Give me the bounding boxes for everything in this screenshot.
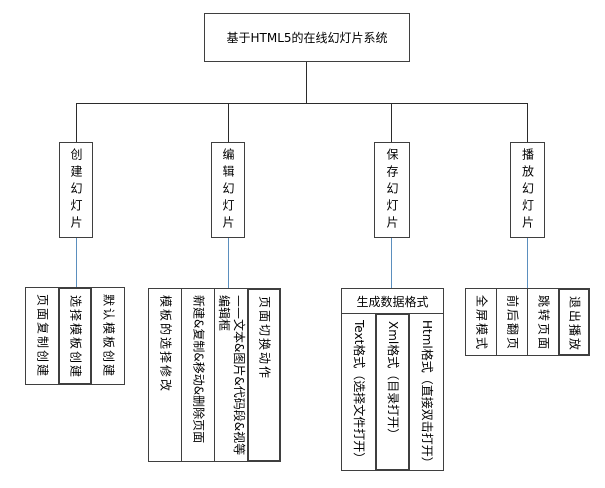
leaf-label: 退出播放: [567, 296, 582, 353]
leaf-box: 默认模板创建: [91, 287, 125, 385]
leaf-label: 页面切换动作: [257, 296, 272, 381]
leaf-label: 页面复制创建: [35, 294, 50, 379]
leaf-label: Html格式（直接双击打开）: [420, 320, 434, 469]
leaf-box: 前后翻页: [496, 288, 528, 356]
connector-root-bar: [76, 103, 528, 104]
leaf-label: ——文本&图片&代码段&视等 编辑框: [217, 295, 246, 456]
connector-root-stem: [306, 62, 307, 103]
leaf-box: Xml格式（目录打开）: [375, 313, 410, 471]
branch-box-save: 保存幻灯片: [374, 142, 410, 238]
leaf-box: ——文本&图片&代码段&视等 编辑框: [214, 288, 248, 462]
leaf-box: 退出播放: [558, 288, 590, 356]
leaf-group-edit: 模板的选择修改 新建&复制&移动&删除页面 ——文本&图片&代码段&视等 编辑框…: [148, 288, 281, 462]
connector-drop-create: [76, 103, 77, 142]
leaf-box: 新建&复制&移动&删除页面: [181, 288, 215, 462]
connector-drop-play: [527, 103, 528, 142]
leaf-group-play: 全屏模式 前后翻页 跳转页面 退出播放: [465, 288, 590, 356]
connector-blue-play: [527, 238, 528, 289]
leaf-box: 选择模板创建: [58, 287, 92, 385]
connector-drop-save: [391, 103, 392, 142]
leaf-label: 模板的选择修改: [158, 295, 173, 394]
leaf-box: 跳转页面: [527, 288, 559, 356]
branch-label-edit: 编辑幻灯片: [221, 147, 235, 233]
connector-blue-edit: [228, 238, 229, 289]
leaf-label: 全屏模式: [474, 295, 489, 352]
leaf-group-create: 页面复制创建 选择模板创建 默认模板创建: [25, 287, 125, 385]
leaf-label: 新建&复制&移动&删除页面: [191, 295, 206, 444]
leaf-label: 选择模板创建: [68, 295, 83, 380]
branch-box-edit: 编辑幻灯片: [211, 142, 245, 238]
leaf-label: 前后翻页: [505, 295, 520, 352]
leaf-label: Xml格式（目录打开）: [386, 321, 400, 441]
root-box: 基于HTML5的在线幻灯片系统: [204, 13, 410, 62]
leaf-box: 页面复制创建: [25, 287, 59, 385]
leaf-label: 默认模板创建: [101, 294, 116, 379]
leaf-label: 跳转页面: [536, 295, 551, 352]
connector-blue-create: [76, 238, 77, 288]
branch-label-save: 保存幻灯片: [385, 147, 399, 233]
connector-blue-save: [391, 238, 392, 289]
leaf-box: 全屏模式: [465, 288, 497, 356]
root-title: 基于HTML5的在线幻灯片系统: [226, 31, 388, 45]
connector-drop-edit: [228, 103, 229, 142]
format-header-label: 生成数据格式: [356, 294, 429, 309]
leaf-label: Text格式（选择文件打开）: [352, 320, 366, 465]
leaf-box: Html格式（直接双击打开）: [409, 313, 444, 471]
branch-label-create: 创建幻灯片: [69, 147, 83, 233]
branch-box-play: 播放幻灯片: [510, 142, 545, 238]
branch-label-play: 播放幻灯片: [520, 147, 535, 233]
format-columns: Text格式（选择文件打开） Xml格式（目录打开） Html格式（直接双击打开…: [341, 313, 444, 471]
leaf-group-save: 生成数据格式 Text格式（选择文件打开） Xml格式（目录打开） Html格式…: [341, 288, 444, 471]
leaf-box: 模板的选择修改: [148, 288, 182, 462]
format-header-box: 生成数据格式: [341, 288, 444, 314]
branch-box-create: 创建幻灯片: [59, 142, 93, 238]
leaf-box: 页面切换动作: [247, 288, 281, 462]
leaf-box: Text格式（选择文件打开）: [341, 313, 376, 471]
